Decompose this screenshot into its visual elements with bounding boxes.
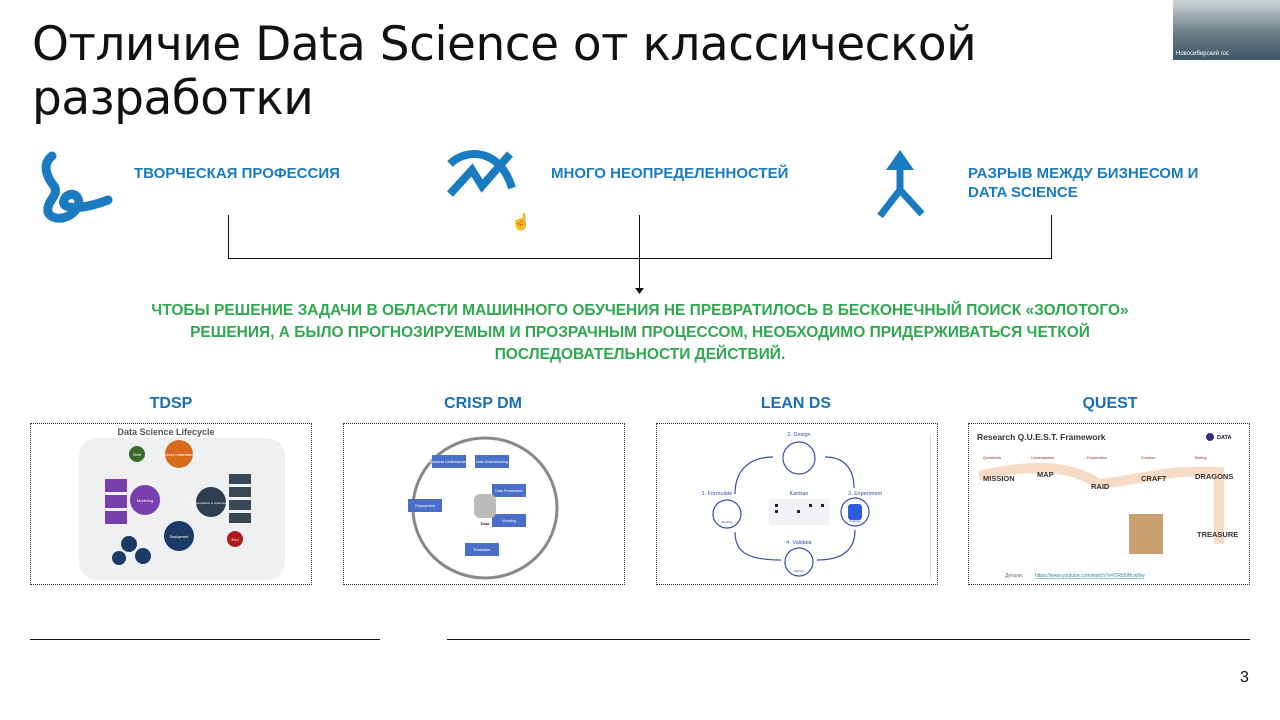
svg-text:Data Acquisition & Understandi: Data Acquisition & Understanding [189,501,234,505]
svg-text:Детали:: Детали: [1005,573,1023,579]
slide-title: Отличие Data Science от классической раз… [32,17,977,126]
svg-text:Modeling: Modeling [137,498,153,503]
svg-text:Exploration: Exploration [1087,455,1107,460]
svg-text:Solution: Solution [1141,455,1155,460]
svg-text:Data Preparation: Data Preparation [495,489,522,493]
svg-text:TREASURE: TREASURE [1197,530,1238,539]
svg-text:MAP: MAP [1037,470,1054,479]
svg-text:MISSION: MISSION [983,474,1015,483]
svg-text:Metrics: Metrics [794,569,804,573]
webcam-label: Новосибирский гос [1176,51,1229,57]
svg-text:2. Design: 2. Design [787,432,810,438]
svg-text:Findings: Findings [849,519,861,523]
framework-title-tdsp: TDSP [149,395,193,412]
divider-line [447,639,1250,640]
divider-line [30,639,380,640]
uncertain-trend-icon [447,150,516,197]
svg-text:1. Formulate: 1. Formulate [702,491,733,497]
bracket-line [639,215,640,291]
diagram-title: Data Science Lifecycle [117,427,214,437]
framework-title-crisp: CRISP DM [444,395,522,412]
svg-text:Evaluation: Evaluation [474,548,491,552]
svg-text:Modeling: Modeling [502,519,517,523]
merge-arrow-icon [877,150,925,219]
squiggle-icon [41,151,113,223]
svg-text:Backlog: Backlog [722,520,733,524]
feature-label-uncertainty: МНОГО НЕОПРЕДЕЛЕННОСТЕЙ [551,165,789,182]
feature-label-creative: ТВОРЧЕСКАЯ ПРОФЕССИЯ [134,165,340,182]
svg-text:Business Understanding: Business Understanding [430,460,469,464]
feature-label-gap: РАЗРЫВ МЕЖДУ БИЗНЕСОМ И DATA SCIENCE [968,165,1199,201]
framework-title-lean: LEAN DS [760,395,832,412]
framework-title-quest: QUEST [1082,395,1138,412]
svg-text:Research Q.U.E.S.T. Framework: Research Q.U.E.S.T. Framework [977,432,1106,442]
lean-ds-diagram: 2. Design 1. Formulate 3. Experiment 4. … [656,423,938,585]
arrow-down-icon [635,288,644,294]
webcam-thumbnail[interactable]: Новосибирский гос [1173,0,1280,60]
crisp-dm-diagram: Business Understanding Data Understandin… [343,423,625,585]
quest-link[interactable]: https://www.youtube.com/watch?v=f2Rb5lHc… [1035,573,1145,579]
svg-text:Kanban: Kanban [790,491,809,497]
tdsp-diagram: Data Science Lifecycle Start Business Un… [30,423,312,585]
svg-text:Deployment: Deployment [170,535,189,539]
hand-cursor-icon: ☝ [511,214,531,231]
svg-text:Uncertainties: Uncertainties [1031,455,1054,460]
svg-text:4. Validate: 4. Validate [786,540,812,546]
svg-text:Business Understanding: Business Understanding [160,453,198,457]
svg-text:Questions: Questions [983,455,1001,460]
bracket-line [228,215,229,259]
quest-diagram: Research Q.U.E.S.T. Framework DATA Quest… [968,423,1250,585]
svg-text:3. Experiment: 3. Experiment [848,491,882,497]
svg-text:DRAGONS: DRAGONS [1195,472,1233,481]
svg-text:Start: Start [133,452,142,457]
bracket-line [1051,215,1052,259]
bracket-line [228,258,1052,259]
conclusion-text: ЧТОБЫ РЕШЕНИЕ ЗАДАЧИ В ОБЛАСТИ МАШИННОГО… [151,302,1129,363]
svg-text:Data Understanding: Data Understanding [476,460,508,464]
svg-text:Testing: Testing [1194,455,1207,460]
svg-text:End: End [231,537,238,542]
svg-text:RAID: RAID [1091,482,1110,491]
svg-text:Data: Data [481,521,490,526]
page-number: 3 [1240,669,1249,686]
svg-text:Deployment: Deployment [415,504,434,508]
svg-text:CRAFT: CRAFT [1141,474,1167,483]
svg-text:DATA: DATA [1217,435,1231,441]
